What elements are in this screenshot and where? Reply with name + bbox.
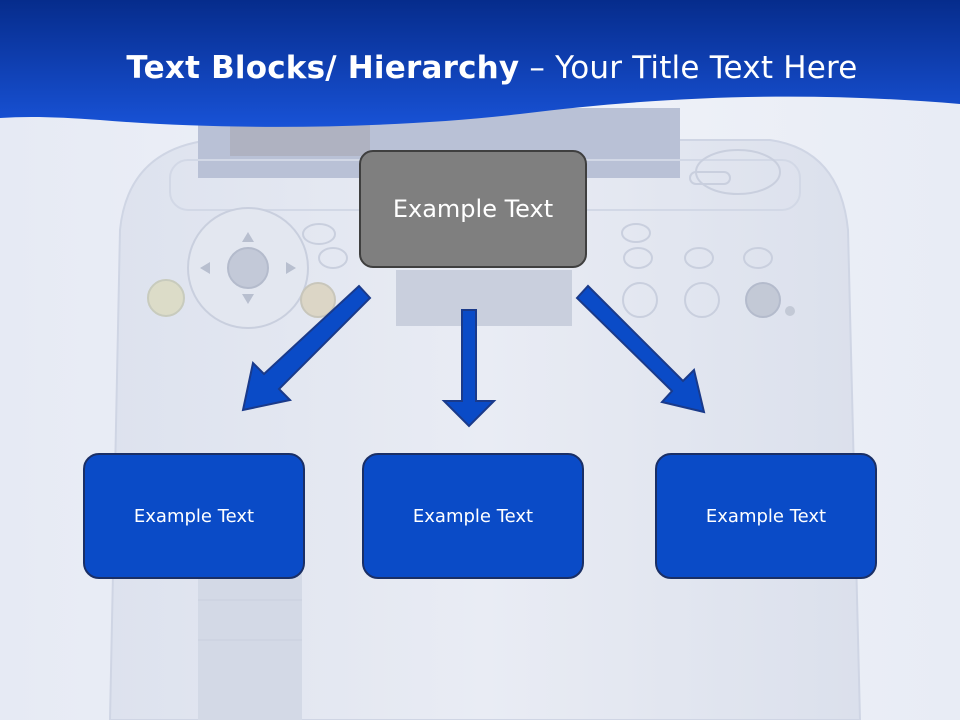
child-node-label-2: Example Text	[412, 505, 534, 527]
child-node-box-3: Example Text	[655, 453, 877, 579]
title-separator: –	[529, 50, 546, 86]
title-regular-part: Your Title Text Here	[555, 50, 858, 86]
child-node-box-1: Example Text	[83, 453, 305, 579]
child-node-label-1: Example Text	[133, 505, 255, 527]
top-node-box: Example Text	[359, 150, 587, 268]
title-bold-part: Text Blocks/ Hierarchy	[126, 50, 520, 86]
top-node-label: Example Text	[392, 195, 554, 223]
arrow-right	[575, 284, 706, 414]
header-band	[0, 0, 960, 127]
arrow-center	[441, 309, 497, 428]
arrow-left	[241, 284, 372, 412]
child-node-label-3: Example Text	[705, 505, 827, 527]
slide-title: Text Blocks/ Hierarchy – Your Title Text…	[0, 50, 960, 86]
child-node-box-2: Example Text	[362, 453, 584, 579]
